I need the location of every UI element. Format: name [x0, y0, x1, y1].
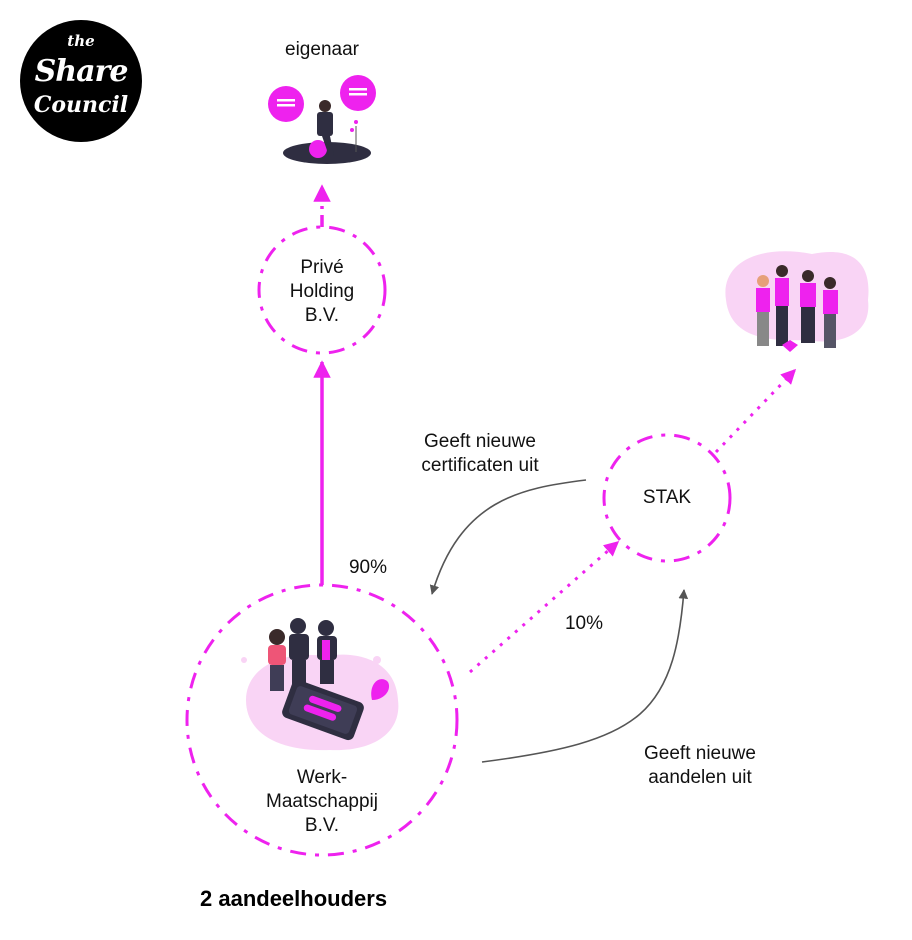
stak-label: STAK — [642, 487, 692, 508]
logo-line-2: Share — [34, 54, 129, 89]
werkmaatschappij-line-2: Maatschappij — [266, 791, 378, 812]
logo-line-1: the — [67, 32, 95, 50]
certificates-issued-label: Geeft nieuwe certificaten uit — [398, 430, 562, 478]
werkmaatschappij-line-1: Werk- — [296, 767, 348, 788]
share-council-logo: the Share Council — [20, 20, 142, 142]
owner-label: eigenaar — [285, 39, 359, 60]
arrow-shares-issued — [481, 589, 689, 763]
arrow-stak-to-certificate-holders — [714, 368, 797, 454]
logo-line-3: Council — [33, 92, 129, 118]
diagram-caption: 2 aandeelhouders — [200, 886, 388, 911]
shares-issued-line-1: Geeft nieuwe — [644, 743, 756, 764]
owner-illustration — [268, 75, 376, 164]
certificates-issued-line-1: Geeft nieuwe — [424, 431, 536, 452]
shares-issued-line-2: aandelen uit — [648, 767, 752, 788]
group-illustration — [725, 251, 869, 352]
prive-holding-line-2: Holding — [289, 281, 355, 302]
werkmaatschappij-label: Werk- Maatschappij B.V. — [232, 766, 412, 838]
percentage-90-label: 90% — [348, 557, 388, 578]
arrow-werkmaatschappij-to-stak — [469, 540, 620, 674]
certificates-issued-line-2: certificaten uit — [421, 455, 539, 476]
werkmaatschappij-line-3: B.V. — [304, 815, 340, 836]
percentage-10-label: 10% — [564, 613, 604, 634]
prive-holding-line-1: Privé — [300, 257, 344, 278]
company-illustration — [241, 618, 399, 751]
shares-issued-label: Geeft nieuwe aandelen uit — [618, 742, 782, 790]
stak-node — [602, 433, 732, 563]
prive-holding-node — [257, 225, 387, 355]
arrow-certificates-issued — [429, 479, 587, 595]
prive-holding-label: Privé Holding B.V. — [262, 256, 382, 328]
prive-holding-line-3: B.V. — [304, 305, 340, 326]
